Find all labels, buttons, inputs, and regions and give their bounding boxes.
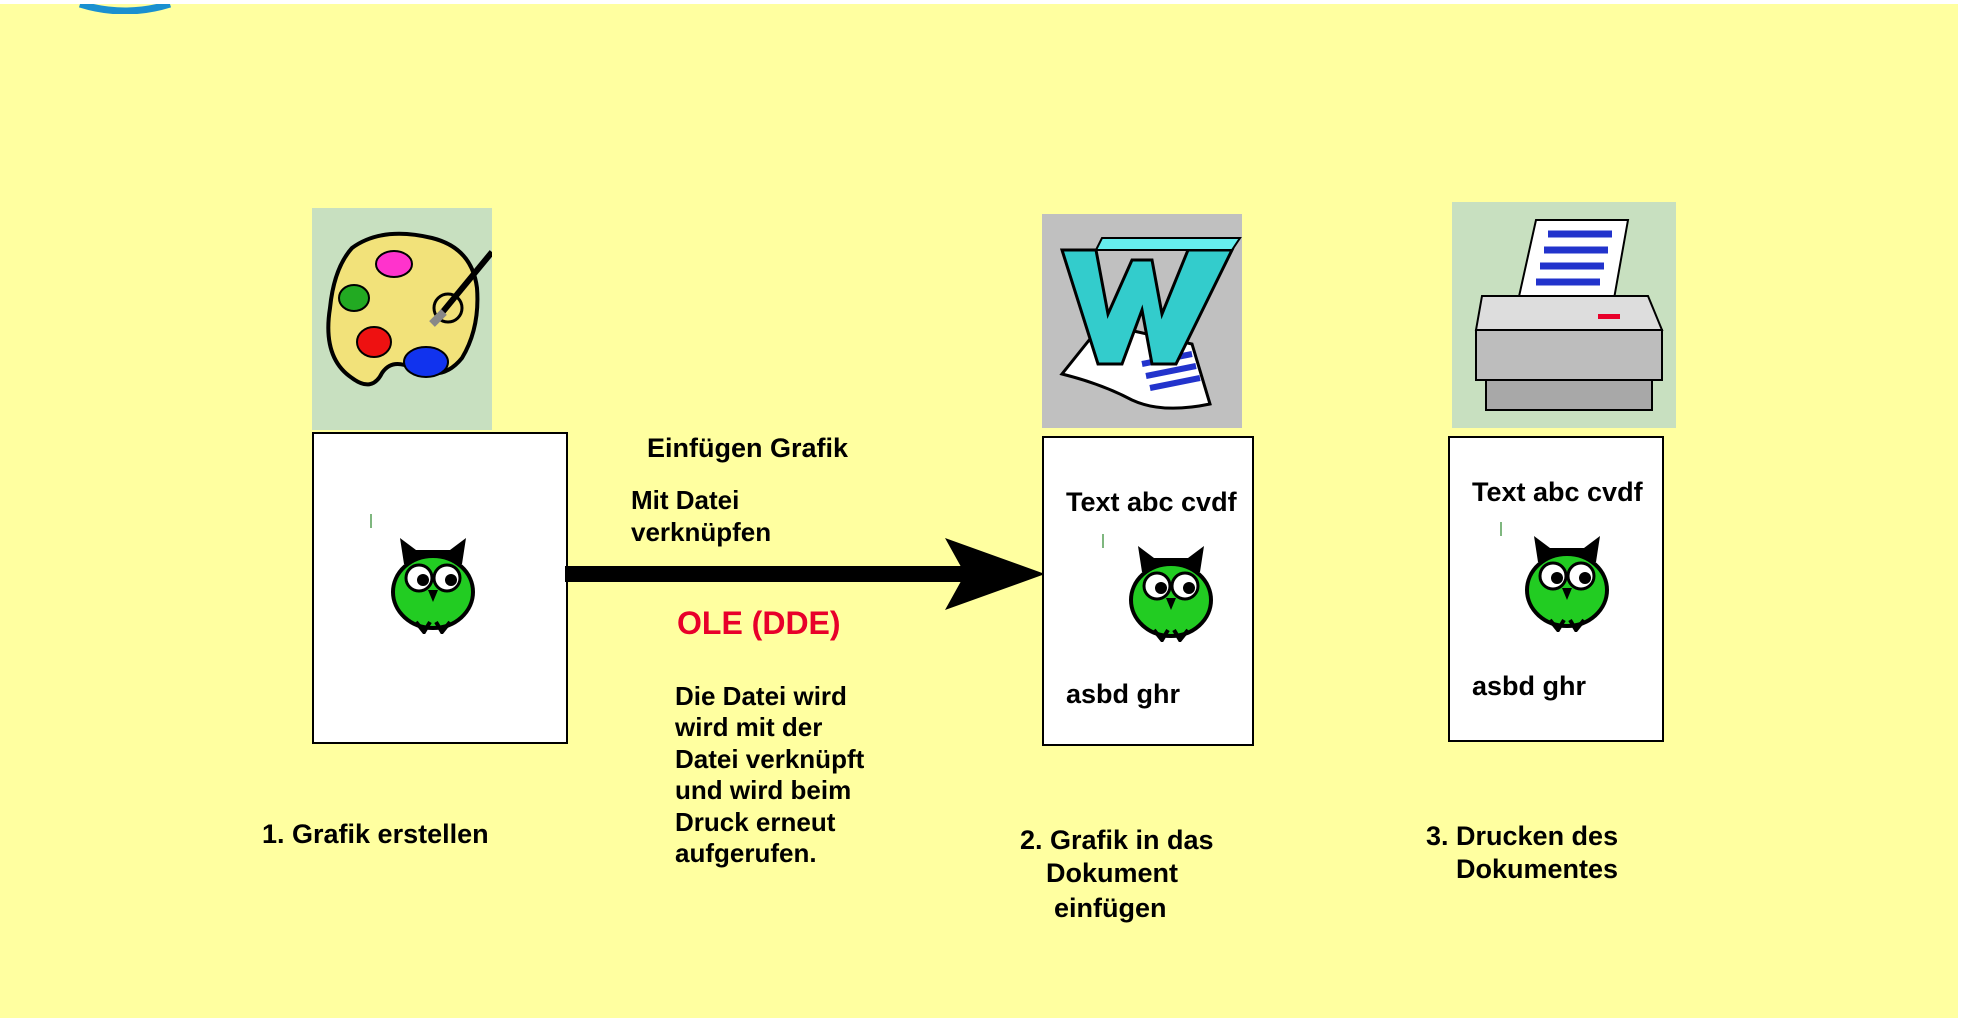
step2-caption-line2: Dokument — [1046, 858, 1179, 888]
owl-icon — [386, 530, 480, 634]
slide-background: 1. Grafik erstellen Einfügen Grafik Mit … — [0, 4, 1958, 1018]
text-cursor-mark — [1500, 522, 1502, 536]
printer-icon — [1452, 202, 1676, 428]
description-line6: aufgerufen. — [675, 838, 817, 868]
doc2-top-text: Text abc cvdf — [1066, 487, 1237, 517]
doc3-top-text: Text abc cvdf — [1472, 477, 1643, 507]
step2-caption-line3: einfügen — [1054, 893, 1167, 923]
arrow-label-line1: Einfügen Grafik — [647, 433, 849, 463]
link-arrow — [565, 534, 1045, 614]
word-processor-icon — [1042, 214, 1242, 428]
step3-caption-line1: 3. Drucken des — [1426, 821, 1619, 851]
doc2-bottom-text: asbd ghr — [1066, 679, 1181, 709]
owl-icon — [1520, 528, 1614, 632]
description-line3: Datei verknüpft — [675, 744, 865, 774]
description-line1: Die Datei wird — [675, 681, 847, 711]
corner-arc-decoration — [78, 4, 172, 14]
owl-icon — [1124, 538, 1218, 642]
source-graphic-document — [312, 432, 568, 744]
ole-label: OLE (DDE) — [677, 605, 841, 641]
description-line2: wird mit der — [675, 712, 823, 742]
text-cursor-mark — [1102, 534, 1104, 548]
step2-caption-line1: 2. Grafik in das — [1020, 825, 1214, 855]
arrow-label-line2: Mit Datei — [631, 485, 740, 515]
description-line5: Druck erneut — [675, 807, 836, 837]
doc3-bottom-text: asbd ghr — [1472, 671, 1587, 701]
arrow-label-line3: verknüpfen — [631, 517, 772, 547]
target-word-document: Text abc cvdf asbd ghr — [1042, 436, 1254, 746]
step1-caption: 1. Grafik erstellen — [262, 819, 489, 849]
step3-caption-line2: Dokumentes — [1456, 854, 1619, 884]
printed-document: Text abc cvdf asbd ghr — [1448, 436, 1664, 742]
paint-palette-icon — [312, 208, 492, 430]
description-line4: und wird beim — [675, 775, 852, 805]
text-cursor-mark — [370, 514, 372, 528]
